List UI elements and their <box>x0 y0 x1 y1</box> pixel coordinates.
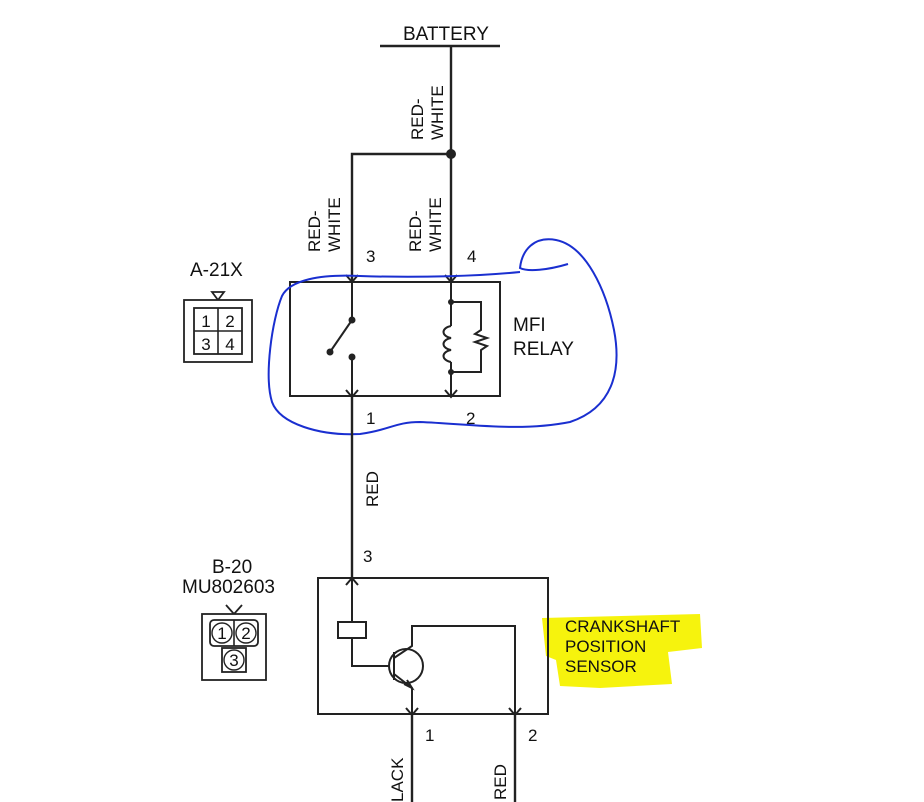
sensor-name-line1: CRANKSHAFT <box>565 617 680 636</box>
relay-pin-2: 2 <box>466 409 475 428</box>
sensor-pin-3: 3 <box>363 547 372 566</box>
relay-conn-pin-3: 3 <box>201 335 210 354</box>
sensor-conn-pin-1: 1 <box>217 624 226 643</box>
sensor-pin-1: 1 <box>425 726 434 745</box>
sensor-pin-2: 2 <box>528 726 537 745</box>
sensor-connector-icon: 1 2 3 <box>201 604 267 681</box>
relay-conn-pin-2: 2 <box>225 312 234 331</box>
wire-label-black: LACK <box>388 757 407 802</box>
coil-node-top <box>448 299 454 305</box>
wire-label-pin4: RED-WHITE <box>406 197 445 252</box>
relay-connector-icon: 1 2 3 4 <box>183 291 253 363</box>
relay-conn-pin-1: 1 <box>201 312 210 331</box>
mfi-relay-box <box>289 281 501 397</box>
sensor-conn-pin-2: 2 <box>241 624 250 643</box>
relay-name-line1: MFI <box>513 315 546 336</box>
sensor-conn-pin-3: 3 <box>229 651 238 670</box>
relay-terminal-arrows <box>345 274 458 399</box>
relay-connector-label: A-21X <box>190 260 243 281</box>
wire-label-pin3: RED-WHITE <box>305 197 344 252</box>
relay-pin-3: 3 <box>366 247 375 266</box>
splice-dot <box>446 149 456 159</box>
wire-label-red-lower: RED <box>491 764 510 800</box>
switch-contact-bottom <box>348 353 356 361</box>
wire-label-red-upper: RED <box>363 471 382 507</box>
relay-conn-pin-4: 4 <box>225 335 234 354</box>
sensor-name-line3: SENSOR <box>565 657 637 676</box>
coil-node-bottom <box>448 369 454 375</box>
relay-circle-annotation <box>267 238 618 436</box>
branch-wire <box>350 152 451 282</box>
wire-label-battery-feed: RED-WHITE <box>408 85 447 140</box>
switch-contact-top <box>348 316 356 324</box>
relay-pin-1: 1 <box>366 409 375 428</box>
sensor-name-line2: POSITION <box>565 637 646 656</box>
sensor-box <box>317 577 549 715</box>
sensor-internals <box>337 578 516 714</box>
relay-switch <box>329 282 353 397</box>
relay-name-line2: RELAY <box>513 339 574 360</box>
battery-label: BATTERY <box>403 24 489 45</box>
sensor-connector-label: B-20 <box>212 557 252 578</box>
sensor-part-number: MU802603 <box>182 577 275 598</box>
sensor-highlight <box>542 614 702 688</box>
switch-contact-pivot <box>326 348 334 356</box>
relay-pin-4: 4 <box>467 247 476 266</box>
